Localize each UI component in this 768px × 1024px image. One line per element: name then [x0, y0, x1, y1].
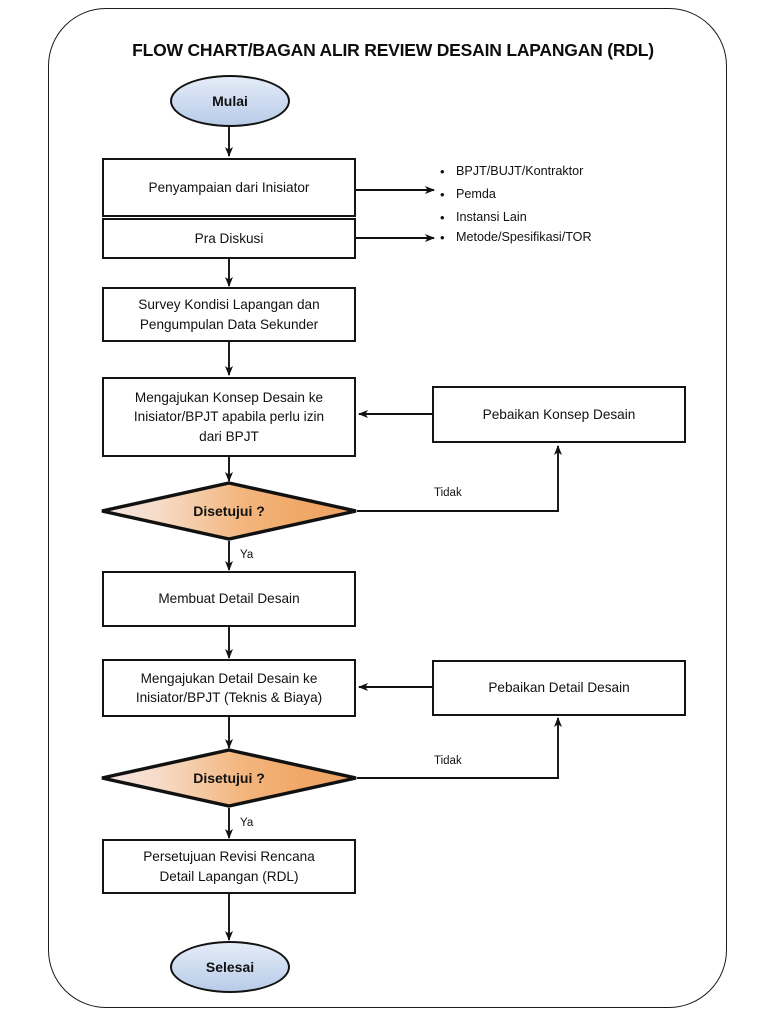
bullet-icon: • — [440, 187, 445, 202]
node-decision-disetujui-1[interactable]: Disetujui ? — [100, 481, 358, 541]
node-penyampaian[interactable]: Penyampaian dari Inisiator — [102, 158, 356, 217]
note-item: • BPJT/BUJT/Kontraktor — [440, 165, 583, 178]
node-membuat-detail-label: Membuat Detail Desain — [158, 591, 300, 607]
note-item: • Pemda — [440, 188, 583, 201]
edge-label-decision2-tidak: Tidak — [434, 755, 462, 767]
page-title: FLOW CHART/BAGAN ALIR REVIEW DESAIN LAPA… — [132, 40, 654, 60]
note-item-text: Metode/Spesifikasi/TOR — [456, 230, 592, 244]
node-perbaikan-detail-label: Pebaikan Detail Desain — [488, 680, 630, 696]
node-persetujuan[interactable]: Persetujuan Revisi Rencana Detail Lapang… — [102, 839, 356, 894]
note-list-penyampaian: • BPJT/BUJT/Kontraktor • Pemda • Instans… — [440, 165, 583, 224]
note-item-text: BPJT/BUJT/Kontraktor — [456, 164, 584, 178]
node-penyampaian-label: Penyampaian dari Inisiator — [148, 179, 310, 195]
node-survey-line2: Pengumpulan Data Sekunder — [139, 316, 319, 332]
node-end-selesai[interactable]: Selesai — [170, 941, 290, 993]
node-perbaikan-konsep[interactable]: Pebaikan Konsep Desain — [432, 386, 686, 443]
note-item: • Metode/Spesifikasi/TOR — [440, 231, 592, 244]
diamond-shape-1 — [101, 481, 357, 541]
node-mengajukan-detail-line1: Mengajukan Detail Desain ke — [140, 670, 318, 686]
node-pra-diskusi-label: Pra Diskusi — [194, 230, 264, 246]
bullet-icon: • — [440, 164, 445, 179]
node-survey-line1: Survey Kondisi Lapangan dan — [138, 297, 320, 313]
node-mengajukan-konsep-line1: Mengajukan Konsep Desain ke — [134, 390, 324, 406]
bullet-icon: • — [440, 210, 445, 225]
outer-frame-border — [48, 8, 727, 1008]
node-persetujuan-line1: Persetujuan Revisi Rencana — [143, 849, 315, 865]
node-perbaikan-detail[interactable]: Pebaikan Detail Desain — [432, 660, 686, 716]
node-survey[interactable]: Survey Kondisi Lapangan dan Pengumpulan … — [102, 287, 356, 342]
diamond-shape-2 — [101, 748, 357, 808]
node-perbaikan-konsep-label: Pebaikan Konsep Desain — [482, 406, 636, 422]
node-mengajukan-konsep-line2: Inisiator/BPJT apabila perlu izin — [133, 409, 325, 425]
edge-label-decision1-ya: Ya — [240, 549, 254, 561]
node-persetujuan-line2: Detail Lapangan (RDL) — [159, 868, 299, 884]
note-list-pra-diskusi: • Metode/Spesifikasi/TOR — [440, 231, 592, 244]
node-start-label: Mulai — [212, 93, 248, 109]
node-mengajukan-detail-line2: Inisiator/BPJT (Teknis & Biaya) — [135, 690, 323, 705]
edge-label-decision1-tidak: Tidak — [434, 487, 462, 499]
node-start-mulai[interactable]: Mulai — [170, 75, 290, 127]
note-item-text: Pemda — [456, 187, 496, 201]
node-decision-disetujui-2[interactable]: Disetujui ? — [100, 748, 358, 808]
node-pra-diskusi[interactable]: Pra Diskusi — [102, 218, 356, 259]
node-mengajukan-konsep-line3: dari BPJT — [199, 428, 259, 444]
bullet-icon: • — [440, 230, 445, 245]
node-membuat-detail[interactable]: Membuat Detail Desain — [102, 571, 356, 627]
note-item-text: Instansi Lain — [456, 210, 527, 224]
note-item: • Instansi Lain — [440, 211, 583, 224]
node-end-label: Selesai — [205, 959, 255, 975]
node-mengajukan-konsep[interactable]: Mengajukan Konsep Desain ke Inisiator/BP… — [102, 377, 356, 457]
edge-label-decision2-ya: Ya — [240, 817, 254, 829]
node-mengajukan-detail[interactable]: Mengajukan Detail Desain ke Inisiator/BP… — [102, 659, 356, 717]
